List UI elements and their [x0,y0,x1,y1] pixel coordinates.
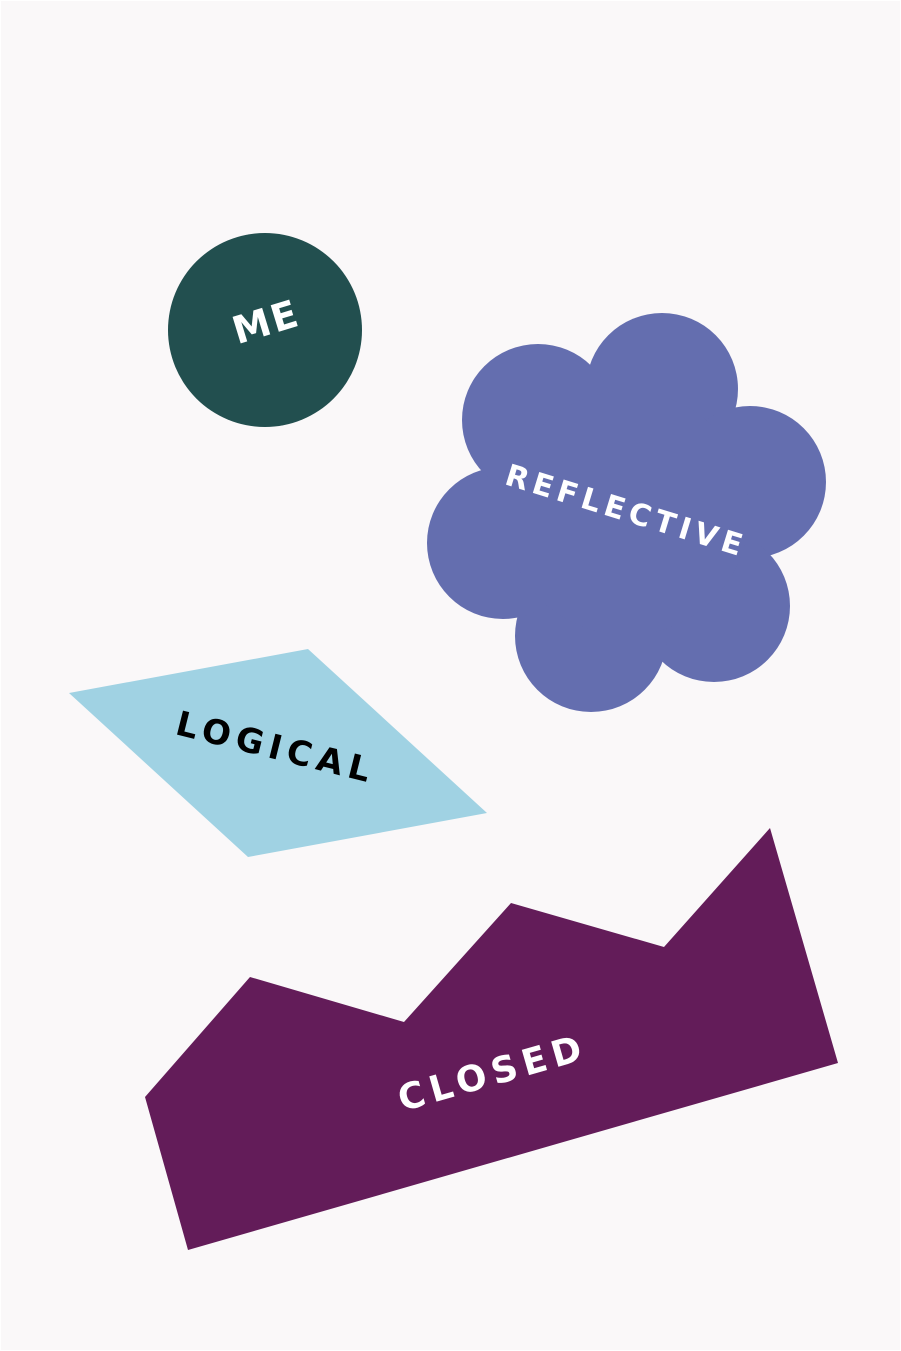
closed-jagged-shape [145,828,838,1250]
reflective-flower-shape [427,313,826,712]
me-circle-shape [168,233,362,427]
logical-parallelogram-shape [69,649,487,857]
